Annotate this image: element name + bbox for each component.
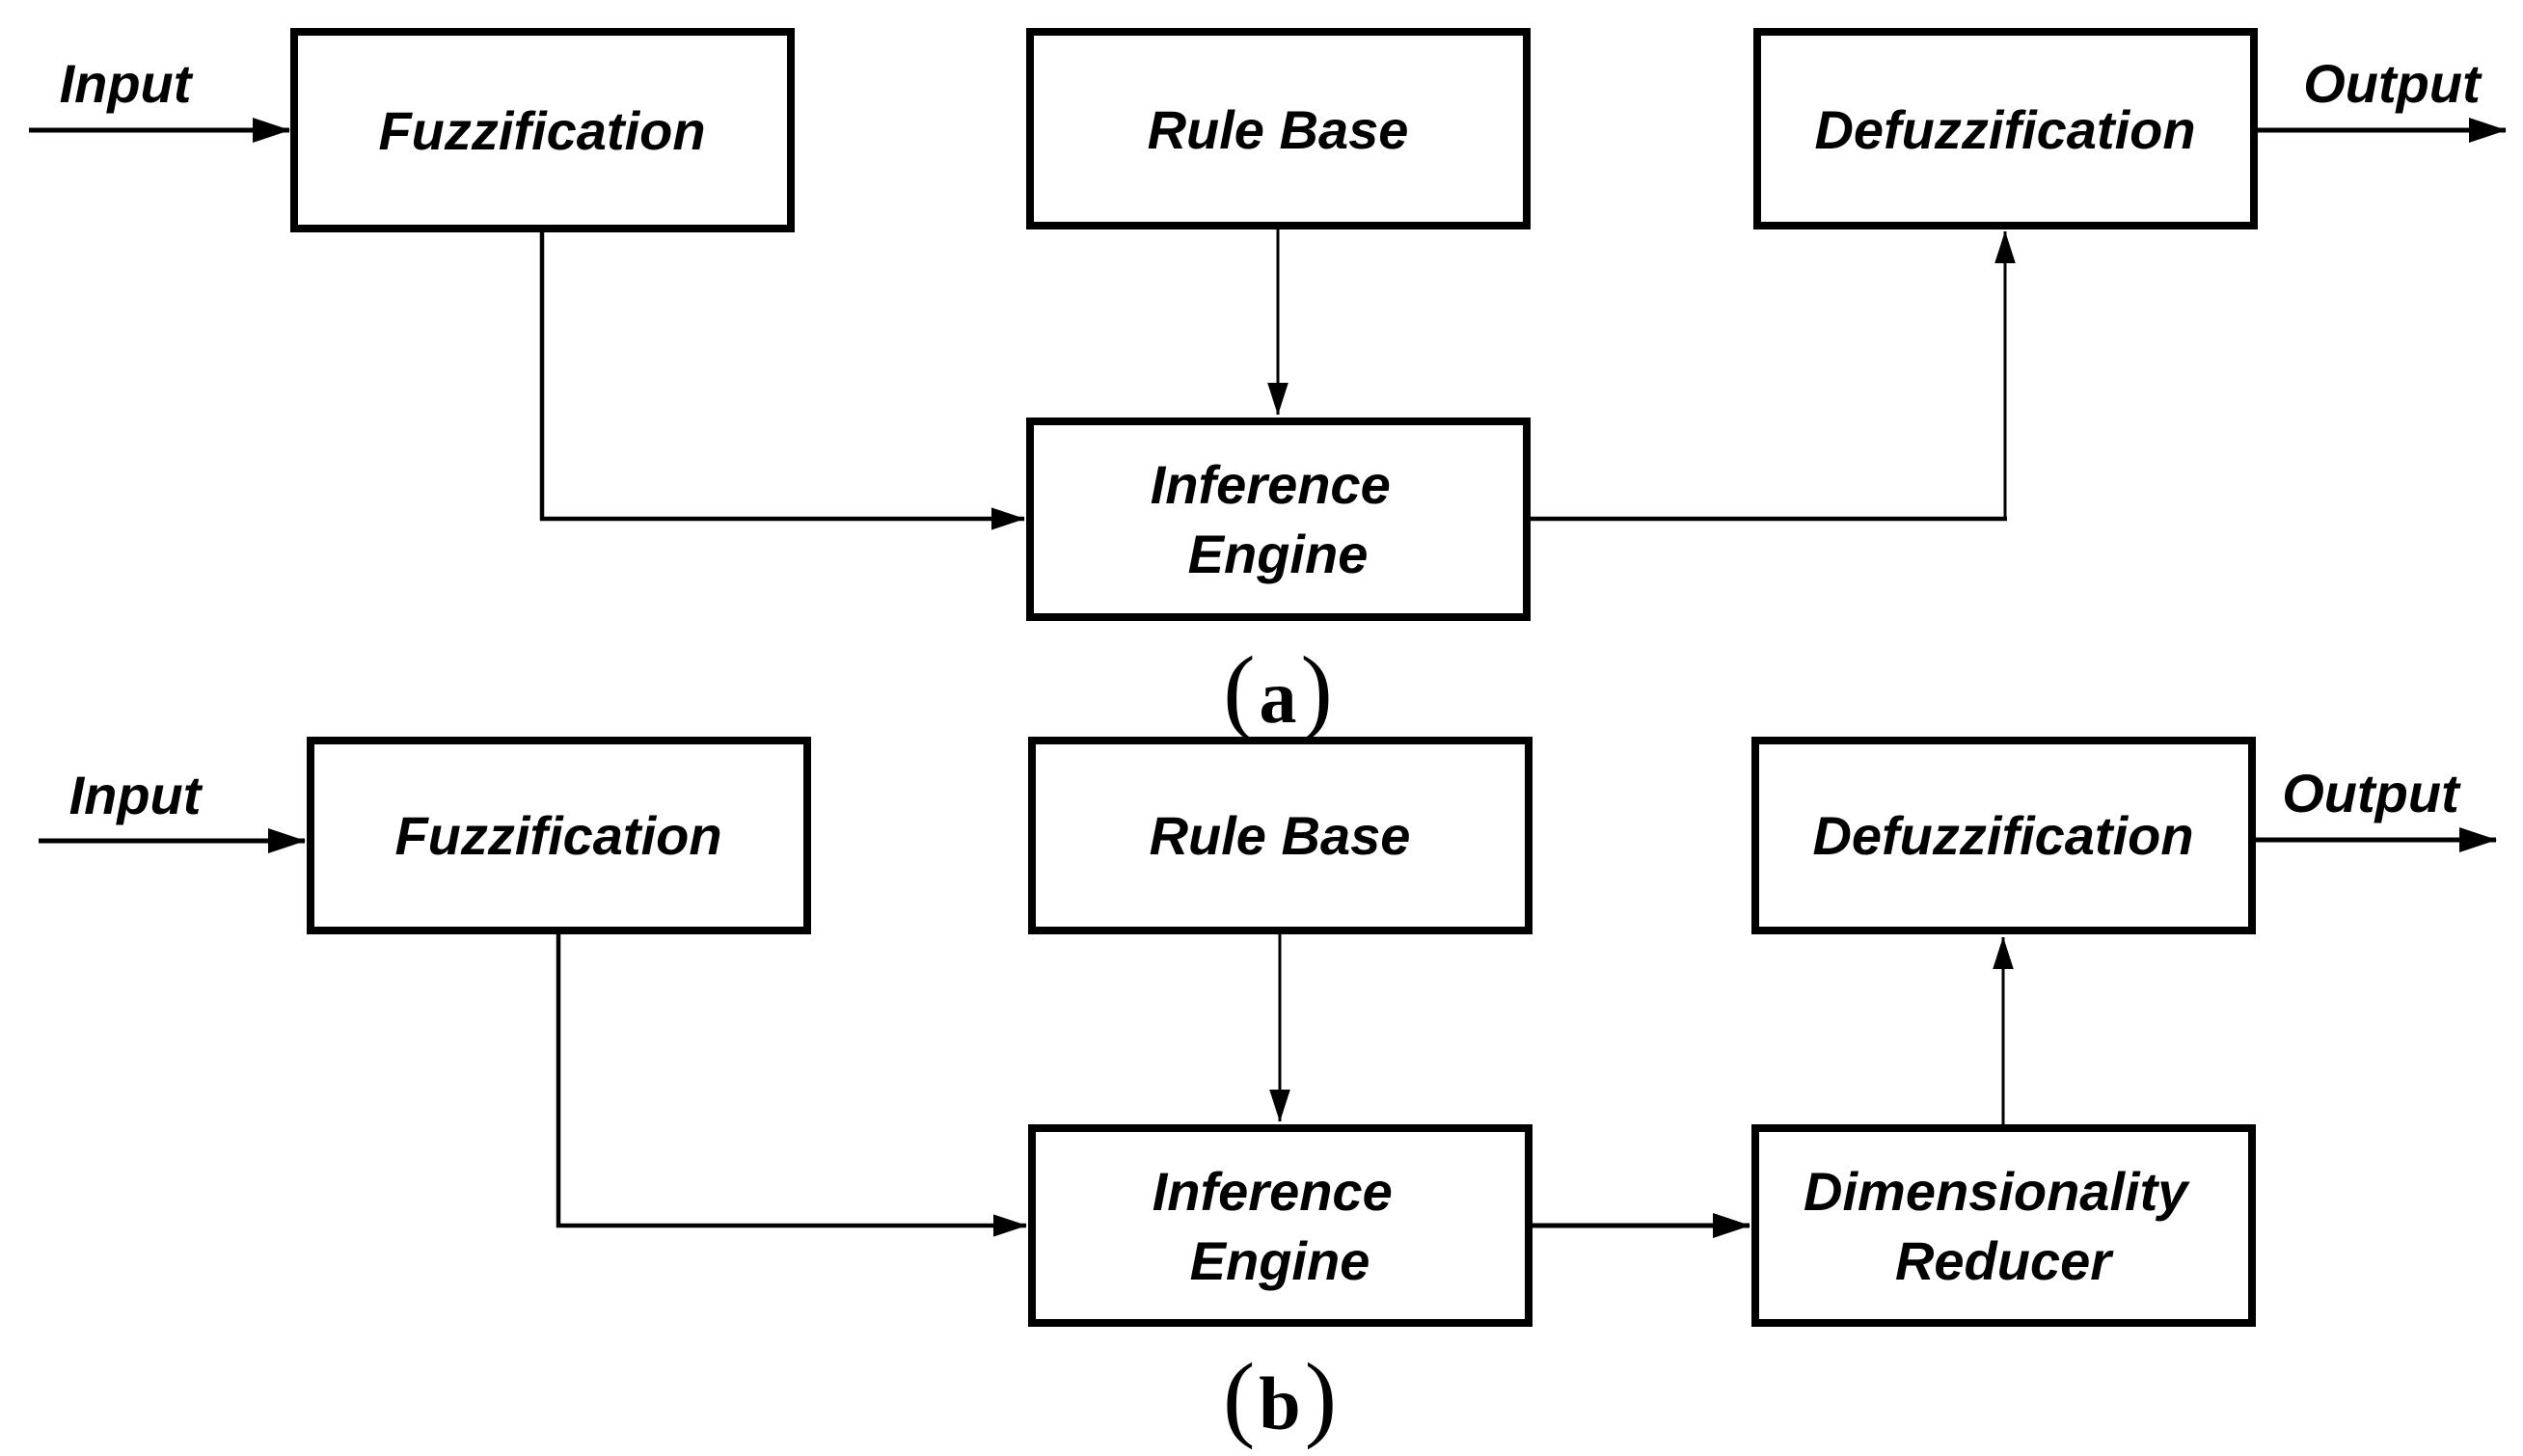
caption-b-open-paren: ( <box>1223 1343 1255 1450</box>
box-fuzzification-b <box>307 737 811 934</box>
caption-a: ( a ) <box>1223 636 1333 743</box>
box-label-rule-base-b: Rule Base <box>1150 805 1411 866</box>
caption-b-close-paren: ) <box>1305 1343 1337 1450</box>
box-label-dimensionality-reducer-b-line1: Dimensionality <box>1804 1161 2190 1222</box>
caption-b-letter: b <box>1259 1362 1300 1445</box>
caption-a-letter: a <box>1260 655 1297 739</box>
box-label-fuzzification-b: Fuzzification <box>394 805 721 866</box>
box-defuzzification-a <box>1753 28 2258 229</box>
box-inference-engine-b <box>1028 1124 1533 1327</box>
box-rule-base-a <box>1026 28 1531 229</box>
input-label-b: Input <box>69 765 203 825</box>
box-fuzzification-a <box>290 28 795 232</box>
box-label-defuzzification-a: Defuzzification <box>1814 99 2195 160</box>
caption-b: ( b ) <box>1223 1343 1337 1450</box>
box-label-fuzzification-a: Fuzzification <box>378 100 705 161</box>
box-label-defuzzification-b: Defuzzification <box>1812 805 2193 866</box>
box-label-dimensionality-reducer-b-line2: Reducer <box>1895 1230 2114 1291</box>
caption-a-close-paren: ) <box>1301 636 1333 743</box>
box-dimensionality-reducer-b <box>1751 1124 2256 1327</box>
box-label-inference-engine-a-line1: Inference <box>1151 454 1391 515</box>
output-label-b: Output <box>2282 763 2461 823</box>
box-inference-engine-a <box>1026 418 1531 621</box>
input-label-a: Input <box>60 53 194 114</box>
box-label-inference-engine-a: Inference Engine <box>1151 454 1406 584</box>
box-label-dimensionality-reducer-b: Dimensionality Reducer <box>1804 1161 2203 1291</box>
caption-a-open-paren: ( <box>1223 636 1255 743</box>
box-label-inference-engine-a-line2: Engine <box>1188 524 1369 584</box>
box-rule-base-b <box>1028 737 1533 934</box>
panel-b: Input Output Fuzzification Rule Base Def… <box>39 737 2498 1450</box>
connector-fuzzification-to-inference-a <box>539 229 1025 530</box>
box-label-inference-engine-b: Inference Engine <box>1153 1161 1408 1291</box>
panel-a: Input Output Fuzzification Rule Base Def… <box>29 28 2508 743</box>
output-label-a: Output <box>2303 53 2482 114</box>
box-label-rule-base-a: Rule Base <box>1148 99 1409 160</box>
box-label-inference-engine-b-line1: Inference <box>1153 1161 1393 1222</box>
connector-fuzzification-to-inference-b <box>556 930 1027 1237</box>
box-label-inference-engine-b-line2: Engine <box>1190 1230 1370 1291</box>
box-defuzzification-b <box>1751 737 2256 934</box>
